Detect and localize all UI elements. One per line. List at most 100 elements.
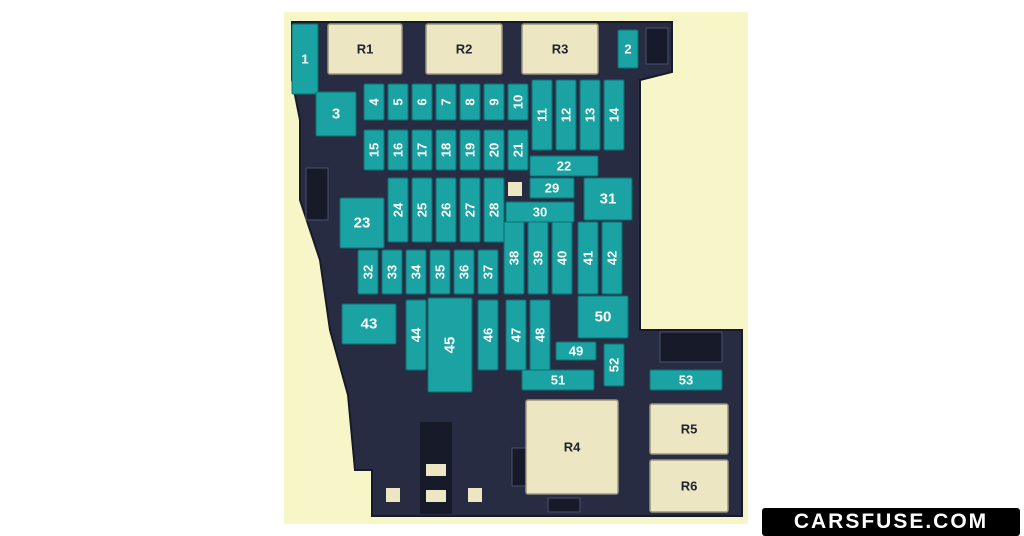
- fuse-label: 40: [555, 251, 570, 265]
- fuse-18: [435, 129, 457, 171]
- fuse-4: [363, 83, 385, 121]
- fuse-label: 43: [361, 316, 378, 333]
- fuse-label: 12: [559, 108, 574, 122]
- fuse-44: [405, 299, 427, 371]
- fuse-label: 48: [533, 328, 548, 342]
- fuse-label: 7: [439, 98, 454, 105]
- fuse-label: 42: [605, 251, 620, 265]
- fuse-26: [435, 177, 457, 243]
- fuse-40: [551, 221, 573, 295]
- site-watermark: CARSFUSE.COM: [762, 508, 1020, 536]
- latch-clip: [659, 331, 723, 363]
- latch-clip: [511, 447, 527, 487]
- fuse-label: 3: [332, 106, 340, 123]
- fuse-label: 21: [511, 143, 526, 157]
- fuse-5: [387, 83, 409, 121]
- fuse-label: 27: [463, 203, 478, 217]
- fuse-label: 29: [545, 181, 559, 196]
- fuse-label: 23: [354, 215, 371, 232]
- fuse-23: [339, 197, 385, 249]
- fuse-33: [381, 249, 403, 295]
- fuse-17: [411, 129, 433, 171]
- connector-slot: [426, 490, 436, 502]
- fuse-label: 45: [442, 337, 459, 354]
- fuse-28: [483, 177, 505, 243]
- fuse-7: [435, 83, 457, 121]
- fuse-label: 39: [531, 251, 546, 265]
- fuse-label: 16: [391, 143, 406, 157]
- connector-slot: [386, 488, 400, 502]
- fuse-label: 17: [415, 143, 430, 157]
- fuse-label: 9: [487, 98, 502, 105]
- fuse-52: [603, 343, 625, 387]
- fuse-25: [411, 177, 433, 243]
- fuse-36: [453, 249, 475, 295]
- fuse-label: 53: [679, 373, 693, 388]
- fuse-38: [503, 221, 525, 295]
- relay-label: R5: [681, 422, 698, 437]
- fuse-32: [357, 249, 379, 295]
- fuse-label: 36: [457, 265, 472, 279]
- fuse-label: 2: [624, 42, 631, 57]
- fuse-12: [555, 79, 577, 151]
- fuse-51: [521, 369, 595, 391]
- fuse-11: [531, 79, 553, 151]
- fuse-34: [405, 249, 427, 295]
- fuse-16: [387, 129, 409, 171]
- fuse-label: 28: [487, 203, 502, 217]
- fuse-label: 25: [415, 203, 430, 217]
- fuse-46: [477, 299, 499, 371]
- fuse-31: [583, 177, 633, 221]
- fuse-2: [617, 29, 639, 69]
- fuse-label: 31: [600, 191, 617, 208]
- fuse-label: 24: [391, 202, 406, 217]
- fuse-9: [483, 83, 505, 121]
- fuse-29: [529, 177, 575, 199]
- connector-slot: [468, 488, 482, 502]
- fuse-43: [341, 303, 397, 345]
- relay-label: R6: [681, 479, 698, 494]
- fuse-10: [507, 83, 529, 121]
- relay-label: R2: [456, 42, 473, 57]
- fuse-14: [603, 79, 625, 151]
- fuse-45: [427, 297, 473, 393]
- connector-slot: [426, 464, 436, 476]
- fuse-label: 22: [557, 159, 571, 174]
- relay-r4: [525, 399, 619, 495]
- latch-clip: [547, 497, 581, 513]
- relay-r3: [521, 23, 599, 75]
- fuse-label: 37: [481, 265, 496, 279]
- fuse-label: 13: [583, 108, 598, 122]
- fuse-15: [363, 129, 385, 171]
- fuse-20: [483, 129, 505, 171]
- fuse-label: 33: [385, 265, 400, 279]
- relay-r6: [649, 459, 729, 513]
- fuse-label: 6: [415, 98, 430, 105]
- fuse-49: [555, 341, 597, 361]
- fuse-label: 51: [551, 373, 565, 388]
- fuse-label: 5: [391, 98, 406, 105]
- relay-label: R1: [357, 42, 374, 57]
- relay-r1: [327, 23, 403, 75]
- fuse-label: 18: [439, 143, 454, 157]
- fuse-label: 41: [581, 251, 596, 265]
- fuse-label: 10: [511, 95, 526, 109]
- fuse-label: 50: [595, 309, 612, 326]
- fuse-1: [291, 23, 319, 95]
- connector-slot: [436, 490, 446, 502]
- latch-clip: [645, 27, 669, 65]
- fuse-27: [459, 177, 481, 243]
- fuse-label: 49: [569, 344, 583, 359]
- fuse-label: 1: [301, 52, 308, 67]
- relay-r2: [425, 23, 503, 75]
- fuse-label: 26: [439, 203, 454, 217]
- relay-r5: [649, 403, 729, 455]
- fuse-35: [429, 249, 451, 295]
- fuse-21: [507, 129, 529, 171]
- fuse-label: 38: [507, 251, 522, 265]
- fuse-label: 34: [409, 264, 424, 279]
- fuse-50: [577, 295, 629, 339]
- relay-label: R3: [552, 42, 569, 57]
- fuse-39: [527, 221, 549, 295]
